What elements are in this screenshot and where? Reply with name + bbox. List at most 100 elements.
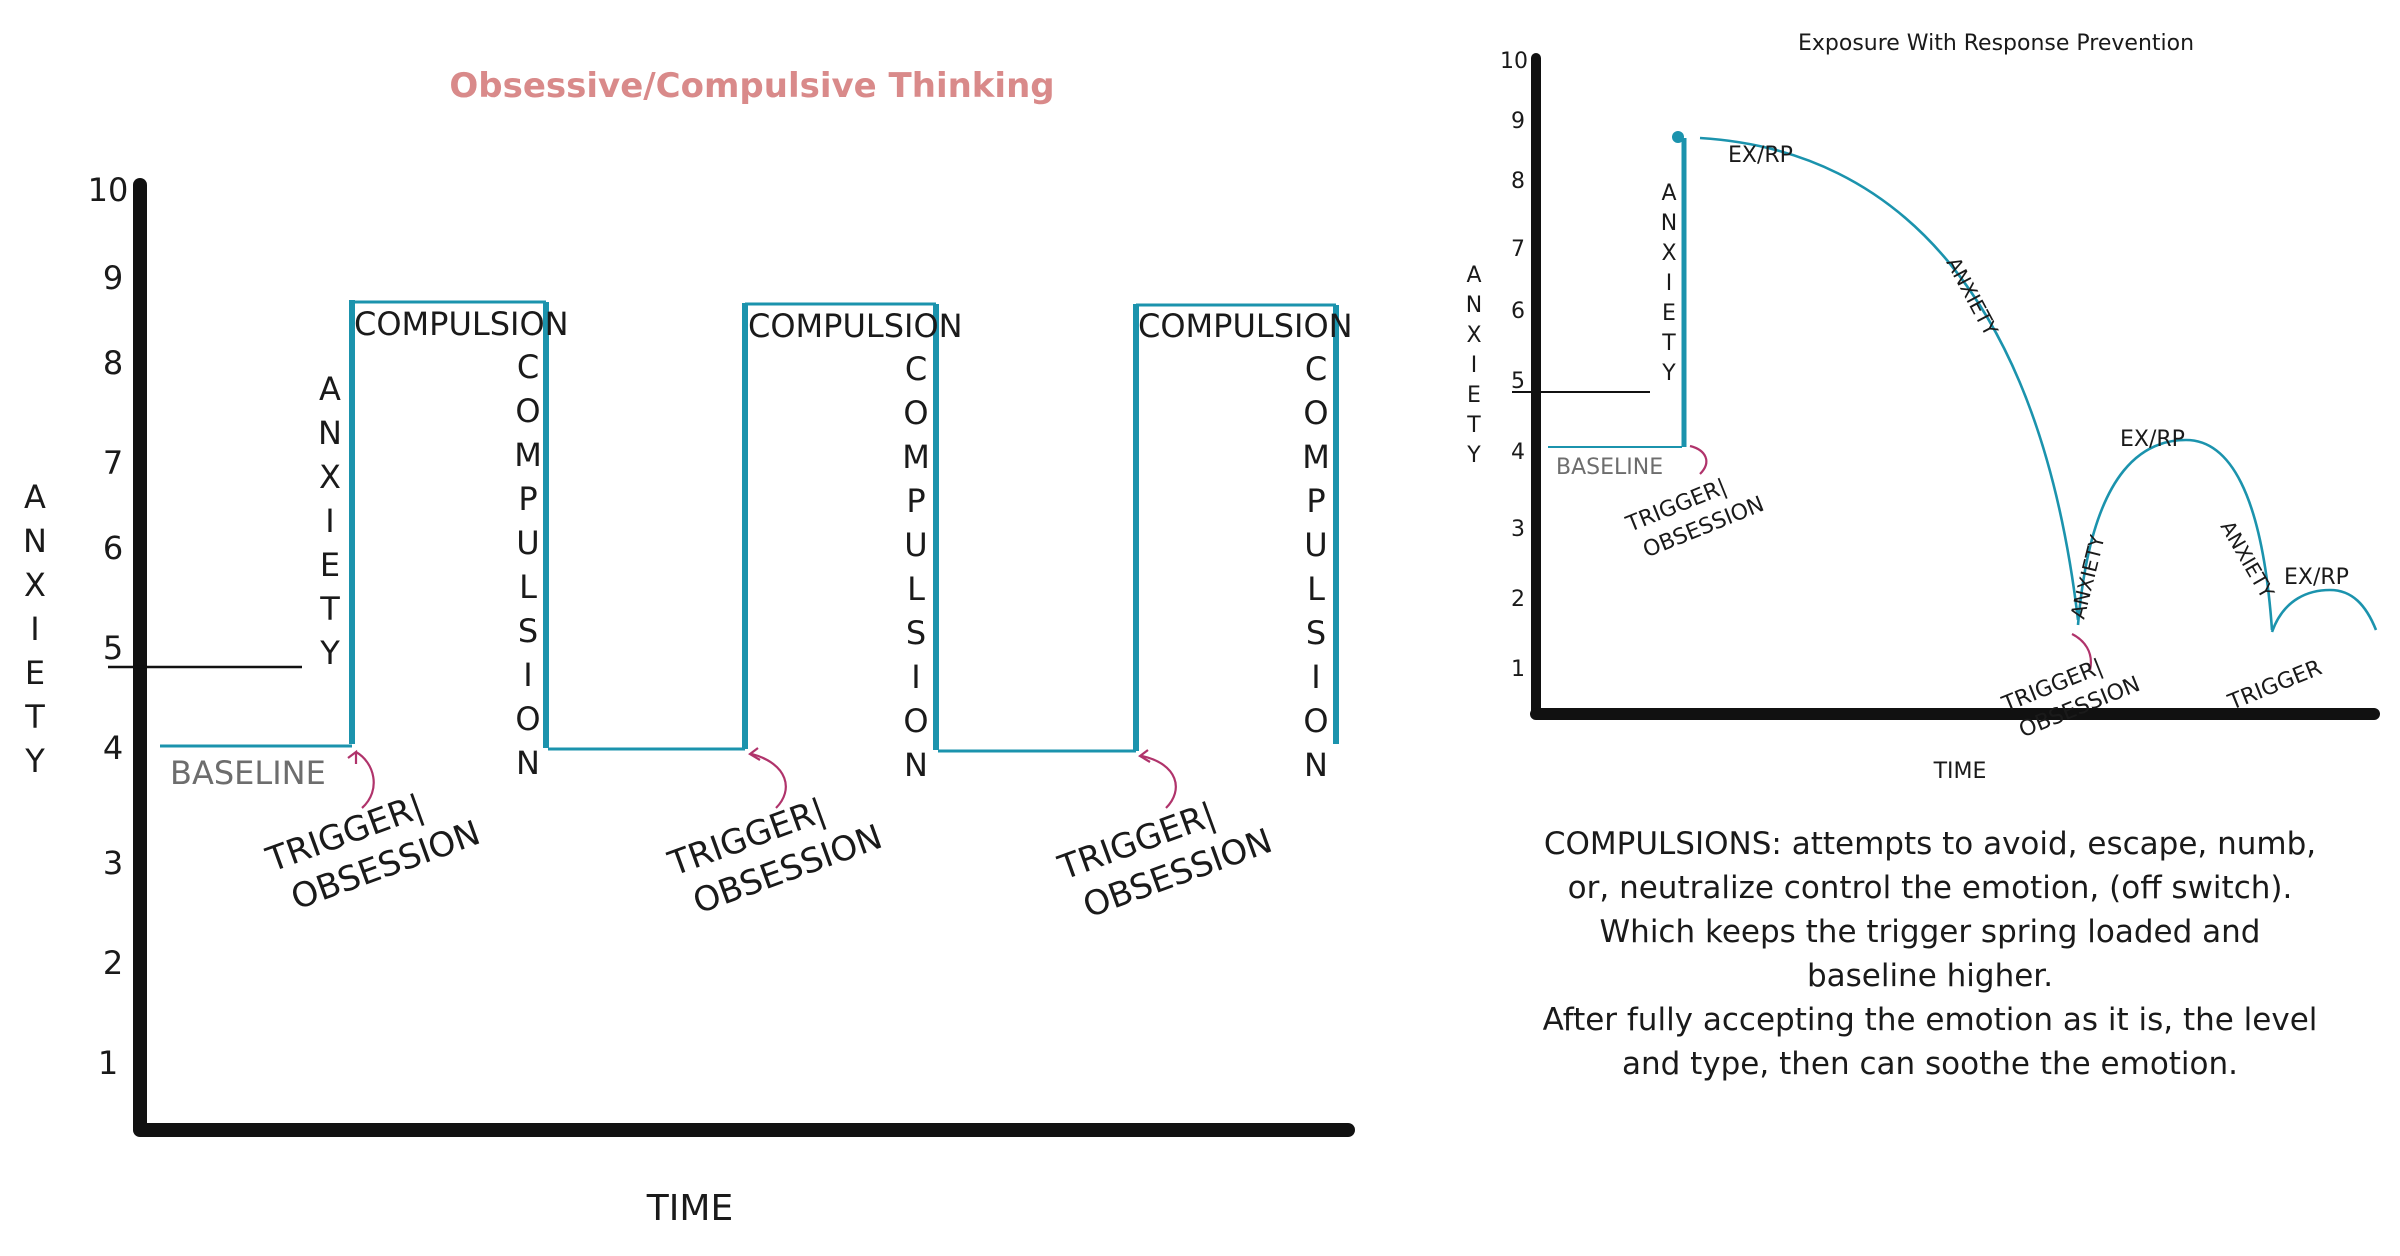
left-compulsion-vertical-3-letter: C: [1305, 350, 1327, 388]
left-tick-3: 3: [103, 844, 123, 882]
left-trigger-arrowhead-2: [748, 747, 761, 761]
right-exrp-label-2: EX/RP: [2120, 427, 2185, 452]
right-anxiety-vertical-label-letter: I: [1666, 271, 1673, 296]
left-y-axis-label-letter: N: [23, 522, 47, 560]
left-compulsion-vertical-2-letter: I: [911, 658, 920, 696]
left-compulsion-vertical-1-letter: S: [518, 612, 538, 650]
left-trigger-label-3: TRIGGER| OBSESSION: [1052, 795, 1277, 926]
left-tick-4: 4: [103, 729, 123, 767]
left-compulsion-label-2: COMPULSION: [748, 307, 963, 345]
left-anxiety-vertical-label-letter: T: [319, 590, 340, 628]
right-baseline-label: BASELINE: [1556, 455, 1663, 480]
left-compulsion-vertical-2-letter: O: [903, 702, 928, 740]
left-compulsion-vertical-2-letter: O: [903, 394, 928, 432]
note-line-3: Which keeps the trigger spring loaded an…: [1600, 914, 2261, 950]
left-compulsion-vertical-1-letter: N: [516, 744, 540, 782]
right-exrp-label-1: EX/RP: [1728, 143, 1793, 168]
left-anxiety-vertical-label: ANXIETY: [318, 370, 342, 672]
right-tick-1: 1: [1511, 657, 1525, 682]
left-compulsion-vertical-1-letter: I: [523, 656, 532, 694]
left-trigger-label-2: TRIGGER| OBSESSION: [662, 791, 887, 922]
left-tick-7: 7: [103, 444, 123, 482]
left-anxiety-vertical-label-letter: N: [318, 414, 342, 452]
left-compulsion-vertical-1-letter: M: [514, 436, 542, 474]
left-y-ticks: 1 2 3 4 5 6 7 8 9 10: [88, 171, 129, 1082]
right-exrp-diagram: Exposure With Response Prevention 1 2 3 …: [1466, 31, 2380, 784]
right-trigger-arrow-1: [1689, 444, 1708, 475]
note-line-4: baseline higher.: [1807, 958, 2053, 994]
left-anxiety-vertical-label-letter: Y: [319, 634, 340, 672]
left-y-axis-label-letter: E: [25, 654, 45, 692]
left-tick-9: 9: [103, 259, 123, 297]
right-anxiety-vertical-label-letter: Y: [1661, 361, 1676, 386]
left-compulsion-vertical-2-letter: P: [906, 482, 925, 520]
left-compulsion-vertical-2-letter: S: [906, 614, 926, 652]
right-anxiety-vertical-label-letter: T: [1661, 331, 1676, 356]
right-y-axis-label-letter: Y: [1466, 443, 1481, 468]
right-tick-10: 10: [1500, 49, 1528, 74]
right-tick-3: 3: [1511, 517, 1525, 542]
left-compulsion-label-1: COMPULSION: [354, 305, 569, 343]
left-compulsion-vertical-2-letter: C: [905, 350, 927, 388]
right-y-axis-label-letter: E: [1467, 383, 1481, 408]
note-line-6: and type, then can soothe the emotion.: [1622, 1046, 2238, 1082]
right-tick-2: 2: [1511, 587, 1525, 612]
left-baseline-label: BASELINE: [170, 754, 326, 792]
left-y-axis-label-letter: A: [24, 478, 46, 516]
right-y-axis-label-letter: I: [1471, 353, 1478, 378]
left-trigger-arrow-1: [355, 751, 375, 809]
left-compulsion-vertical-3-letter: P: [1306, 482, 1325, 520]
left-compulsion-vertical-1-letter: O: [515, 700, 540, 738]
right-tick-8: 8: [1511, 169, 1525, 194]
right-anxiety-vertical-label-letter: X: [1661, 241, 1676, 266]
right-trigger-label-3: TRIGGER: [2224, 655, 2326, 715]
left-tick-2: 2: [103, 944, 123, 982]
right-exrp-curve-3: [2270, 588, 2378, 633]
left-compulsion-vertical-3: COMPULSION: [1302, 350, 1330, 784]
left-compulsion-vertical-2-letter: L: [907, 570, 925, 608]
right-tick-6: 6: [1511, 299, 1525, 324]
right-anxiety-vertical-label-letter: A: [1661, 181, 1676, 206]
left-anxiety-vertical-label-letter: A: [319, 370, 341, 408]
left-compulsion-vertical-2-letter: U: [904, 526, 927, 564]
right-anxiety-curve-label-1: ANXIETY: [1942, 253, 2004, 340]
left-y-axis-label-letter: I: [30, 610, 39, 648]
right-peak-dot: [1672, 131, 1684, 143]
left-compulsion-vertical-3-letter: M: [1302, 438, 1330, 476]
left-y-axis-label-letter: Y: [24, 742, 45, 780]
left-compulsion-vertical-3-letter: I: [1311, 658, 1320, 696]
right-y-axis-label-letter: X: [1466, 323, 1481, 348]
right-x-axis-label: TIME: [1933, 759, 1987, 784]
right-anxiety-vertical-label-letter: E: [1662, 301, 1676, 326]
left-compulsion-vertical-1-letter: P: [518, 480, 537, 518]
left-compulsion-vertical-1: COMPULSION: [514, 348, 542, 782]
note-line-1: COMPULSIONS: attempts to avoid, escape, …: [1544, 826, 2316, 862]
left-trigger-label-1: TRIGGER| OBSESSION: [260, 787, 485, 918]
right-y-axis-label: ANXIETY: [1466, 263, 1482, 468]
left-compulsion-label-3: COMPULSION: [1138, 307, 1353, 345]
note-line-5: After fully accepting the emotion as it …: [1543, 1002, 2318, 1038]
left-y-axis-label-letter: X: [24, 566, 46, 604]
left-compulsion-vertical-3-letter: O: [1303, 394, 1328, 432]
right-tick-4: 4: [1511, 440, 1525, 465]
left-compulsion-vertical-1-letter: C: [517, 348, 539, 386]
right-title: Exposure With Response Prevention: [1798, 31, 2194, 56]
left-ocd-diagram: Obsessive/Compulsive Thinking 1 2 3 4 5 …: [23, 66, 1355, 1229]
right-trigger-arrow-2: [2071, 633, 2092, 671]
left-compulsion-vertical-1-letter: O: [515, 392, 540, 430]
left-trigger-arrow-3: [1141, 754, 1177, 809]
left-anxiety-vertical-label-letter: E: [320, 546, 340, 584]
right-anxiety-vertical-label: ANXIETY: [1661, 181, 1677, 386]
left-compulsion-vertical-2-letter: N: [904, 746, 928, 784]
left-compulsion-vertical-3-letter: U: [1304, 526, 1327, 564]
left-trigger-arrowhead-3: [1138, 749, 1151, 763]
right-exrp-label-3: EX/RP: [2284, 565, 2349, 590]
right-anxiety-vertical-label-letter: N: [1661, 211, 1677, 236]
left-tick-8: 8: [103, 344, 123, 382]
left-compulsion-vertical-2: COMPULSION: [902, 350, 930, 784]
left-title: Obsessive/Compulsive Thinking: [449, 66, 1054, 106]
right-tick-5: 5: [1511, 369, 1525, 394]
left-trigger-arrowhead-1: [347, 749, 358, 764]
left-compulsion-vertical-1-letter: L: [519, 568, 537, 606]
